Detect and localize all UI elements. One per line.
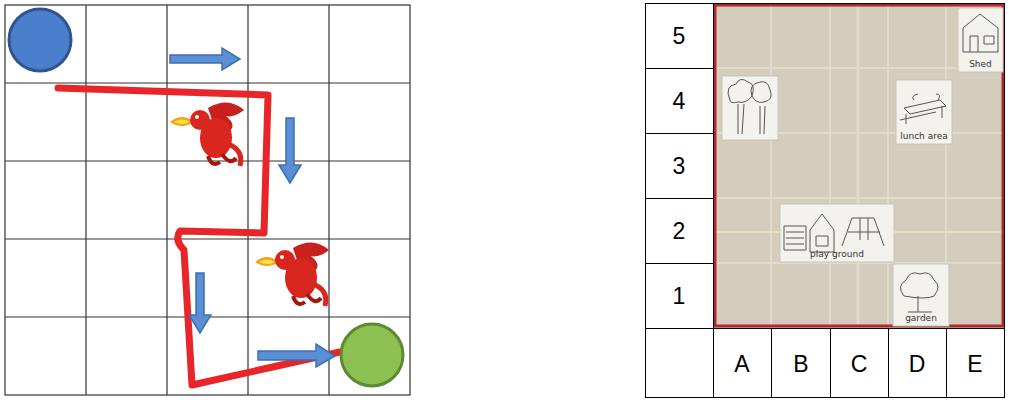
row-number: 4 [673, 90, 686, 113]
start-circle [9, 9, 71, 71]
card-label: play ground [810, 250, 864, 260]
picture-card: lunch area [896, 80, 952, 144]
picture-card [722, 8, 1003, 326]
card-label: lunch area [900, 132, 948, 142]
card-label: garden [905, 314, 937, 324]
row-number: 3 [673, 155, 686, 178]
path-grid [5, 5, 410, 395]
column-letter: B [793, 353, 808, 376]
grid-photo [713, 3, 1005, 328]
dragon-icon [170, 102, 244, 166]
column-letter: E [967, 353, 982, 376]
picture-card: play ground [780, 204, 894, 262]
row-number: 1 [673, 285, 686, 308]
row-number: 2 [673, 220, 686, 243]
picture-card: Shed [958, 8, 1003, 72]
column-letter: C [851, 353, 868, 376]
table-lines [645, 3, 1005, 398]
route-line [58, 88, 340, 385]
picture-card: garden [893, 264, 949, 326]
goal-circle [341, 324, 403, 386]
dragon-icon [255, 242, 329, 306]
row-number: 5 [673, 25, 686, 48]
direction-arrow [170, 48, 335, 367]
card-label: Shed [969, 60, 992, 70]
column-letter: D [909, 353, 926, 376]
column-letter: A [734, 353, 749, 376]
card-sketch [728, 14, 998, 312]
